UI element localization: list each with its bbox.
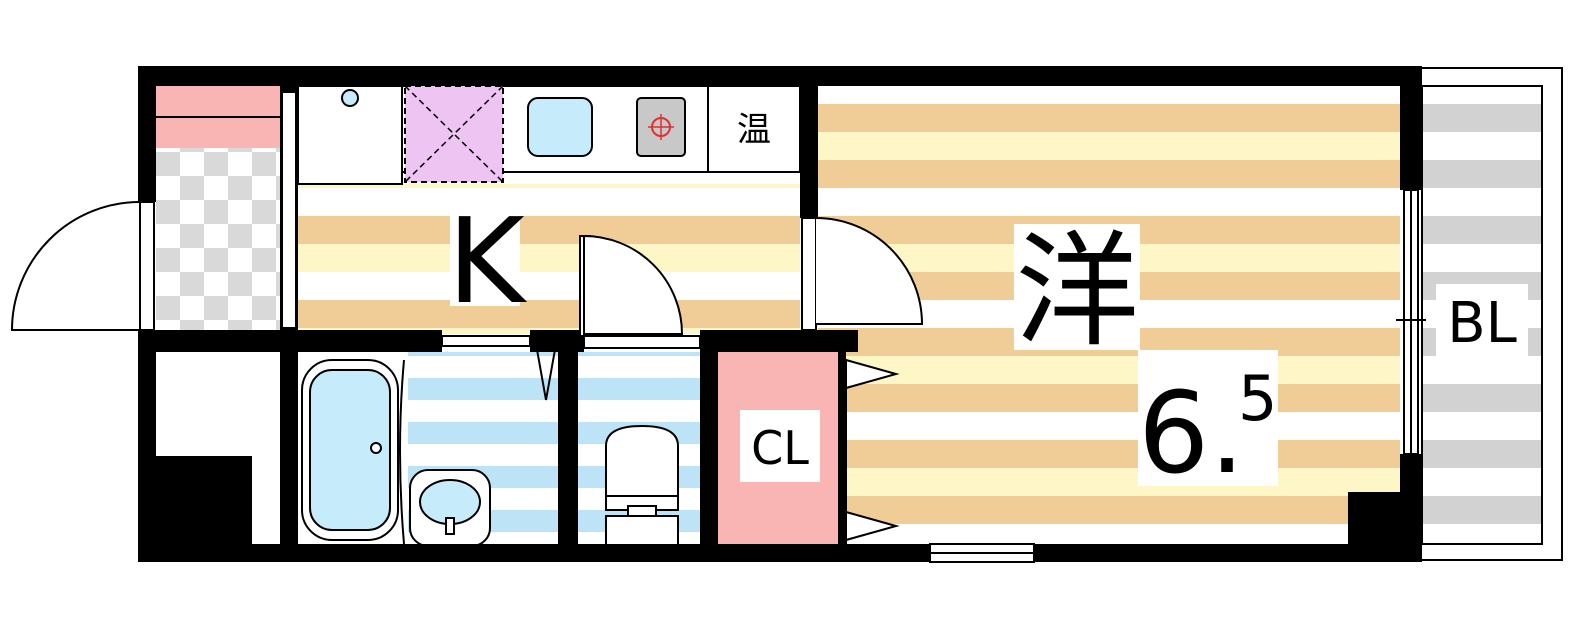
closet-label: CL [751,421,809,475]
kitchen-floor [298,184,800,334]
western-room-door [801,217,924,331]
kitchen-label: K [447,192,527,330]
washroom-sliding-door [441,335,531,347]
drain-icon [370,442,382,454]
balcony-label: BL [1447,291,1517,356]
western-room-size-decimal: 5 [1238,362,1277,435]
entrance-floor [156,148,280,334]
sink-icon [527,97,593,157]
western-room-size: 6. [1138,369,1245,499]
toilet-door [579,234,684,337]
bathtub-basin [309,369,391,531]
walls [138,66,1422,562]
toilet-icon [605,424,679,497]
western-room-label: 洋 [1015,220,1139,364]
toilet-tank [605,515,679,547]
refrigerator-icon [341,89,359,107]
kitchen-side-window [281,91,297,329]
entrance-door [10,201,155,331]
water-heater [707,85,801,173]
water-heater-label: 温 [737,110,771,150]
